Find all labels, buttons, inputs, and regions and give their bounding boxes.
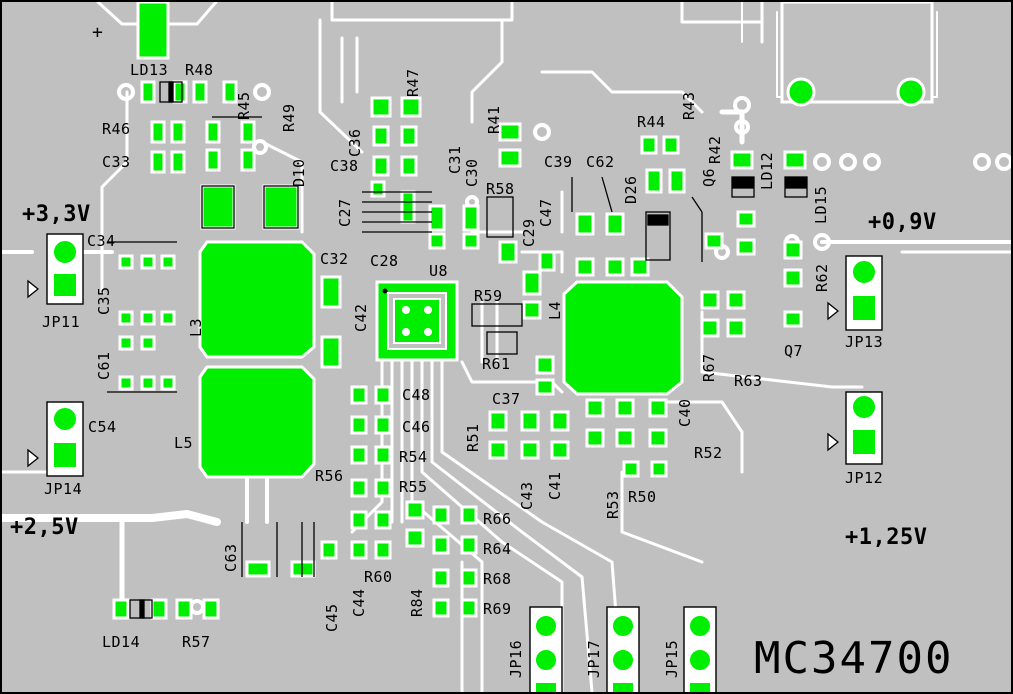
- resistor-label-r41: R41: [485, 105, 503, 134]
- diode-label-d10: D10: [290, 158, 308, 187]
- resistor-label-r55: R55: [399, 478, 428, 496]
- cap-label-c33: C33: [102, 153, 131, 171]
- cap-label-c40: C40: [676, 398, 694, 427]
- cap-label-c41: C41: [546, 471, 564, 500]
- resistor-label-r54: R54: [399, 448, 428, 466]
- resistor-label-r58: R58: [486, 180, 515, 198]
- rail-label-0v9: +0,9V: [868, 210, 937, 235]
- resistor-label-r48: R48: [185, 61, 214, 79]
- resistor-label-r63: R63: [734, 372, 763, 390]
- cap-label-c43: C43: [518, 481, 536, 510]
- cap-label-c29: C29: [520, 218, 538, 247]
- cap-label-c46: C46: [402, 418, 431, 436]
- cap-label-c27: C27: [336, 198, 354, 227]
- plus-marker: +: [92, 22, 104, 43]
- pads: [112, 2, 807, 620]
- cap-label-c61: C61: [95, 351, 113, 380]
- rail-label-3v3: +3,3V: [22, 202, 91, 227]
- resistor-label-r84: R84: [408, 588, 426, 617]
- resistor-label-r53: R53: [604, 490, 622, 519]
- resistor-label-r43: R43: [680, 91, 698, 120]
- board-part-number: MC34700: [754, 633, 954, 684]
- resistor-label-r68: R68: [483, 570, 512, 588]
- cap-label-c38: C38: [330, 157, 359, 175]
- jumper-label-jp14: JP14: [44, 480, 83, 498]
- cap-label-c30: C30: [463, 158, 481, 187]
- connector-outline: [780, 2, 934, 107]
- resistor-label-r64: R64: [483, 540, 512, 558]
- resistor-label-r56: R56: [315, 467, 344, 485]
- resistor-label-r69: R69: [483, 600, 512, 618]
- cap-label-c36: C36: [346, 128, 364, 157]
- resistor-label-r52: R52: [694, 444, 723, 462]
- ic-u8: [375, 280, 459, 362]
- cap-label-c62: C62: [586, 153, 615, 171]
- cap-label-c32: C32: [320, 250, 349, 268]
- cap-label-c54: C54: [88, 418, 117, 436]
- cap-label-c63: C63: [222, 543, 240, 572]
- resistor-label-r60: R60: [364, 568, 393, 586]
- led-label-ld14: LD14: [102, 633, 141, 651]
- resistor-label-r57: R57: [182, 633, 211, 651]
- resistor-label-r59: R59: [474, 287, 503, 305]
- resistor-label-r67: R67: [700, 353, 718, 382]
- resistor-label-r42: R42: [706, 135, 724, 164]
- jumper-pads: [27, 233, 883, 692]
- rail-label-1v25: +1,25V: [845, 525, 928, 550]
- rail-label-2v5: +2,5V: [10, 515, 79, 540]
- diode-label-d26: D26: [622, 175, 640, 204]
- jumper-label-jp12: JP12: [845, 469, 884, 487]
- resistor-label-r47: R47: [404, 68, 422, 97]
- led-label-ld15: LD15: [812, 185, 830, 224]
- jumper-label-jp16: JP16: [507, 639, 525, 678]
- cap-label-c44: C44: [350, 588, 368, 617]
- inductor-label-l5: L5: [174, 434, 194, 452]
- led-label-ld13: LD13: [130, 61, 169, 79]
- cap-label-c37: C37: [492, 390, 521, 408]
- transistor-label-q6: Q6: [700, 167, 718, 187]
- cap-label-c35: C35: [95, 286, 113, 315]
- jumper-label-jp17: JP17: [585, 639, 603, 678]
- resistor-label-r50: R50: [628, 488, 657, 506]
- cap-label-c31: C31: [446, 145, 464, 174]
- resistor-label-r62: R62: [813, 263, 831, 292]
- jumper-label-jp11: JP11: [42, 313, 81, 331]
- inductor-label-l4: L4: [546, 300, 564, 320]
- cap-label-c48: C48: [402, 386, 431, 404]
- resistor-label-r61: R61: [482, 355, 511, 373]
- silk-outlines: [107, 81, 808, 619]
- resistor-label-r44: R44: [637, 113, 666, 131]
- transistor-label-q7: Q7: [784, 342, 804, 360]
- cap-label-c39: C39: [544, 153, 573, 171]
- cap-label-c34: C34: [87, 232, 116, 250]
- cap-label-c45: C45: [323, 603, 341, 632]
- cap-label-c47: C47: [537, 198, 555, 227]
- ic-label-u8: U8: [429, 262, 449, 280]
- jumper-label-jp13: JP13: [845, 333, 884, 351]
- led-label-ld12: LD12: [758, 151, 776, 190]
- cap-label-c42: C42: [352, 303, 370, 332]
- resistor-label-r49: R49: [280, 103, 298, 132]
- resistor-label-r45: R45: [235, 91, 253, 120]
- resistor-label-r66: R66: [483, 510, 512, 528]
- resistor-label-r46: R46: [102, 120, 131, 138]
- inductor-label-l3: L3: [187, 317, 205, 337]
- resistor-label-r51: R51: [464, 423, 482, 452]
- jumper-label-jp15: JP15: [663, 639, 681, 678]
- cap-label-c28: C28: [370, 252, 399, 270]
